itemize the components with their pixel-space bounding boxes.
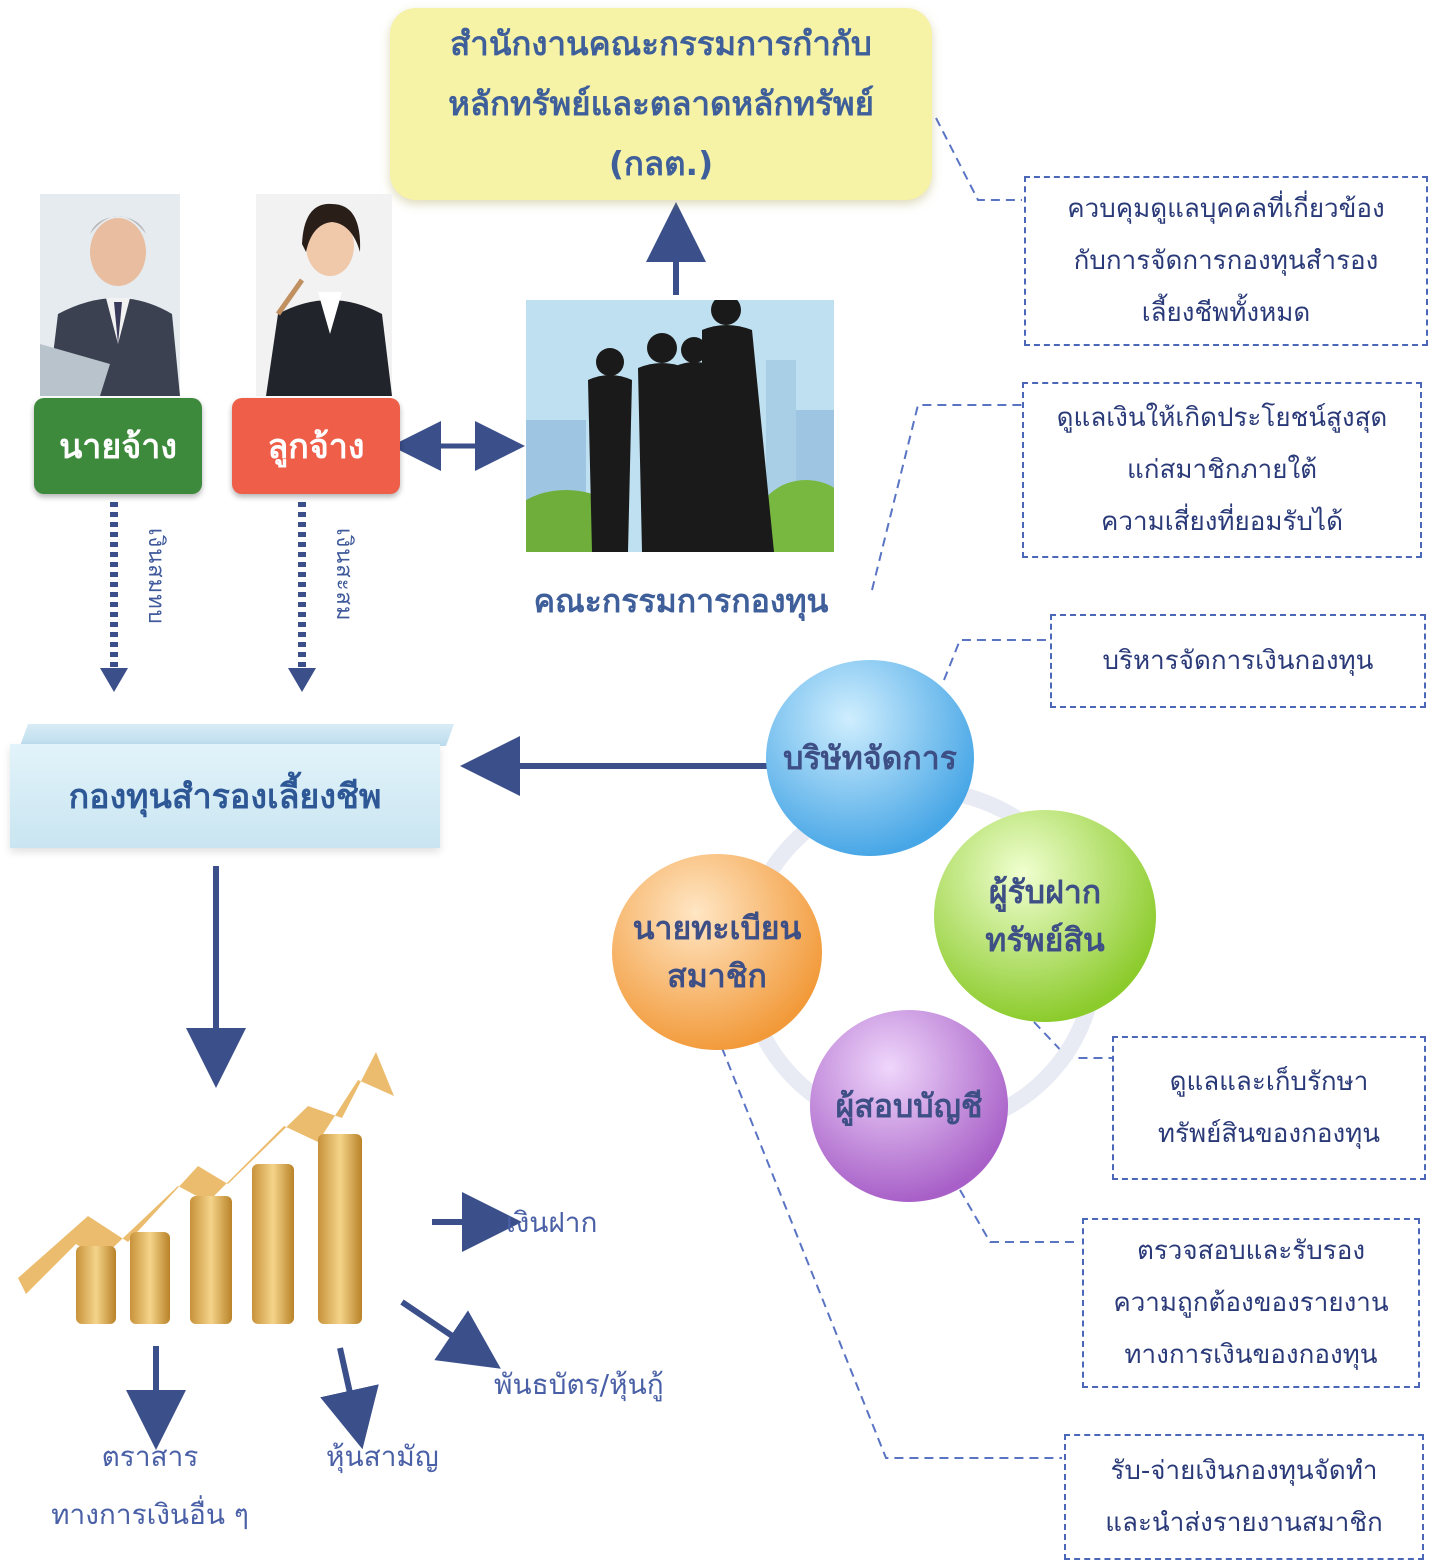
bonds-label: พันธบัตร/หุ้นกู้ xyxy=(494,1368,664,1401)
note-line: เลี้ยงชีพทั้งหมด xyxy=(1141,298,1311,328)
registrar-circle: นายทะเบียน สมาชิก xyxy=(612,854,822,1050)
employee-flow-label: เงินสะสม xyxy=(331,528,356,622)
employer-label: นายจ้าง xyxy=(34,398,202,494)
note-line: บริหารจัดการเงินกองทุน xyxy=(1102,646,1374,676)
manager-role-note: บริหารจัดการเงินกองทุน xyxy=(1050,614,1426,708)
manager-circle: บริษัทจัดการ xyxy=(766,660,974,856)
sec-title-line2: หลักทรัพย์และตลาดหลักทรัพย์ xyxy=(448,84,874,123)
custodian-role-note: ดูแลและเก็บรักษา ทรัพย์สินของกองทุน xyxy=(1112,1036,1426,1180)
custodian-circle: ผู้รับฝาก ทรัพย์สิน xyxy=(934,810,1156,1022)
employer-flow-arrowhead xyxy=(100,668,128,692)
custodian-label-1: ผู้รับฝาก xyxy=(988,873,1102,911)
stocks-arrow xyxy=(320,1347,379,1450)
employee-label: ลูกจ้าง xyxy=(232,398,400,494)
committee-role-note: ดูแลเงินให้เกิดประโยชน์สูงสุด แก่สมาชิกภ… xyxy=(1022,382,1422,558)
note-line: ควบคุมดูแลบุคคลที่เกี่ยวข้อง xyxy=(1067,194,1385,224)
fund-box: กองทุนสำรองเลี้ยงชีพ xyxy=(10,724,455,850)
auditor-circle: ผู้สอบบัญชี xyxy=(810,1010,1008,1202)
note-line: ดูแลเงินให้เกิดประโยชน์สูงสุด xyxy=(1056,403,1388,433)
employee-label-text: ลูกจ้าง xyxy=(267,427,365,467)
note-line: ทรัพย์สินของกองทุน xyxy=(1157,1119,1381,1149)
manager-label: บริษัทจัดการ xyxy=(783,739,957,777)
fund-box-top xyxy=(19,724,455,746)
sec-role-note: ควบคุมดูแลบุคคลที่เกี่ยวข้อง กับการจัดกา… xyxy=(1024,176,1428,346)
note-line: ความเสี่ยงที่ยอมรับได้ xyxy=(1101,507,1343,537)
auditor-note-connector xyxy=(959,1189,1080,1243)
fund-box-face: กองทุนสำรองเลี้ยงชีพ xyxy=(10,744,440,848)
fund-label: กองทุนสำรองเลี้ยงชีพ xyxy=(68,777,382,817)
auditor-role-note: ตรวจสอบและรับรอง ความถูกต้องของรายงาน ทา… xyxy=(1082,1218,1420,1388)
deposit-label: เงินฝาก xyxy=(506,1206,598,1239)
note-line: แก่สมาชิกภายใต้ xyxy=(1126,455,1318,485)
employee-flow-arrowhead xyxy=(288,668,316,692)
registrar-label-2: สมาชิก xyxy=(667,957,767,995)
committee-note-connector xyxy=(871,404,1022,591)
other-instruments-label: ตราสาร ทางการเงินอื่น ๆ xyxy=(30,1428,270,1544)
note-line: ทางการเงินของกองทุน xyxy=(1124,1340,1378,1370)
employer-flow-label: เงินสมทบ xyxy=(143,528,168,625)
registrar-role-note: รับ-จ่ายเงินกองทุนจัดทำ และนำส่งรายงานสม… xyxy=(1064,1434,1424,1560)
note-line: รับ-จ่ายเงินกองทุนจัดทำ xyxy=(1110,1456,1378,1486)
other-label-1: ตราสาร xyxy=(101,1440,199,1473)
custodian-label-2: ทรัพย์สิน xyxy=(985,921,1105,959)
committee-label: คณะกรรมการกองทุน xyxy=(533,582,829,620)
auditor-label: ผู้สอบบัญชี xyxy=(835,1087,983,1125)
note-line: กับการจัดการกองทุนสำรอง xyxy=(1073,246,1379,276)
bonds-arrow xyxy=(400,1299,501,1369)
note-line: ดูแลและเก็บรักษา xyxy=(1169,1067,1369,1097)
sec-title-line3: (กลต.) xyxy=(608,144,714,183)
note-line: และนำส่งรายงานสมาชิก xyxy=(1105,1508,1383,1538)
stocks-label: หุ้นสามัญ xyxy=(326,1440,439,1473)
employer-label-text: นายจ้าง xyxy=(59,427,177,467)
note-line: ความถูกต้องของรายงาน xyxy=(1113,1288,1389,1318)
sec-note-connector xyxy=(935,117,1022,201)
employer-photo xyxy=(40,194,180,396)
employee-photo xyxy=(256,194,392,396)
committee-photo xyxy=(526,300,834,552)
note-line: ตรวจสอบและรับรอง xyxy=(1136,1236,1366,1266)
manager-note-connector xyxy=(943,639,1048,681)
other-label-2: ทางการเงินอื่น ๆ xyxy=(51,1498,249,1531)
registrar-note-connector xyxy=(721,1047,1062,1459)
registrar-label-1: นายทะเบียน xyxy=(632,909,802,947)
sec-box: สำนักงานคณะกรรมการกำกับ หลักทรัพย์และตลา… xyxy=(390,8,932,200)
coin-growth-illustration xyxy=(18,1046,402,1336)
sec-title-line1: สำนักงานคณะกรรมการกำกับ xyxy=(450,24,872,63)
